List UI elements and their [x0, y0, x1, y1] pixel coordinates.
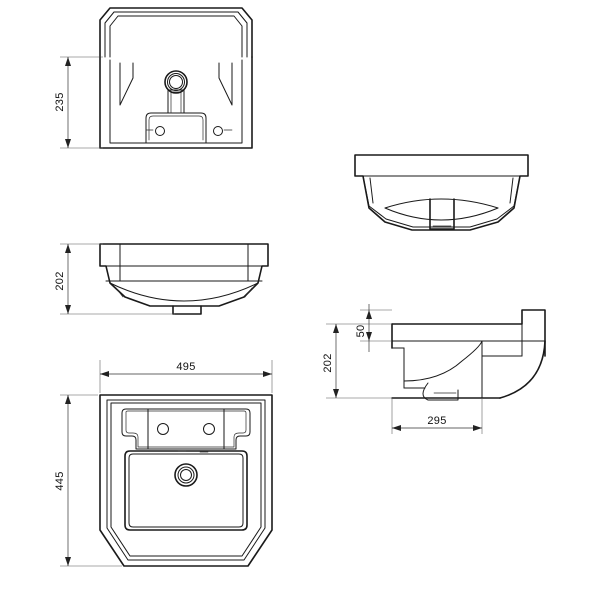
rear-backplate-inner	[148, 115, 204, 141]
plan-tap-hole-left	[157, 423, 169, 435]
plan-waste-inner	[180, 469, 192, 481]
dim-side-rim-height-label: 50	[355, 325, 367, 338]
dim-295-arrow-right	[473, 425, 482, 431]
bottom-left-corner-line	[369, 177, 374, 204]
rear-splashback-inner-1	[104, 11, 248, 58]
rear-view: 235	[54, 7, 253, 149]
side-section-view: 50 202 295	[322, 304, 546, 434]
side-bowl-profile	[403, 340, 483, 382]
plan-rear-deck-inner	[125, 410, 247, 448]
plan-inner-outline-2	[110, 402, 262, 557]
bottom-bowl-bottom-arc	[384, 207, 499, 221]
dim-plan-width: 495	[99, 360, 273, 393]
dim-front-height-label: 202	[54, 271, 66, 290]
rear-backplate	[145, 112, 207, 144]
rear-tap-column-inner	[170, 91, 182, 114]
rear-splashback-inner-2	[109, 15, 243, 58]
dim-side-projection-label: 295	[427, 415, 446, 427]
front-bowl-arc	[109, 282, 259, 302]
bottom-waste-column	[429, 198, 455, 230]
bottom-bowl-top-arc	[384, 198, 499, 209]
front-waste-block	[172, 305, 202, 315]
rear-body-inner	[109, 59, 243, 144]
rear-tap-hole-outer	[164, 70, 188, 94]
plan-tap-hole-right	[203, 423, 215, 435]
bottom-inner-outline	[362, 175, 521, 228]
front-left-notch	[115, 287, 124, 298]
dim-side-rim-height: 50	[355, 304, 392, 352]
plan-inner-outline-1	[106, 399, 266, 561]
rear-splashback-outer	[99, 7, 253, 58]
plan-waste-outer	[174, 463, 198, 487]
dim-50-arrow-top	[366, 310, 372, 319]
rear-fixing-hole-left	[155, 126, 165, 136]
dim-side202-arrow-top	[333, 324, 339, 333]
rear-body-outline	[99, 56, 253, 149]
dim-side-total-height-label: 202	[322, 353, 334, 372]
rear-left-wall	[119, 62, 134, 106]
rear-fixing-hole-right	[213, 126, 223, 136]
rear-tap-hole-inner	[169, 75, 183, 89]
dim-rear-height-label: 235	[54, 92, 66, 111]
front-right-notch	[244, 287, 253, 298]
dim-plan-width-label: 495	[176, 361, 195, 373]
rear-tap-hole-mid	[167, 73, 185, 91]
dim-445-arrow-bottom	[65, 557, 71, 566]
bottom-view	[354, 154, 529, 231]
dim-plan-depth: 445	[54, 394, 122, 567]
side-body-curve	[499, 340, 546, 399]
dim-295-arrow-left	[392, 425, 401, 431]
side-top-rim	[391, 309, 546, 357]
plan-outer-outline	[99, 394, 273, 567]
dim-side-total-height: 202	[322, 323, 392, 399]
bottom-right-corner-line	[509, 177, 514, 204]
dim-plan-depth-label: 445	[54, 471, 66, 490]
plan-bowl-rim	[124, 450, 248, 531]
dim-495-arrow-right	[263, 371, 272, 377]
front-view: 202	[54, 243, 269, 315]
plan-waste-mid	[177, 466, 195, 484]
plan-view: 495 445	[54, 360, 273, 567]
dim-front-arrow-top	[65, 244, 71, 253]
dim-front-height: 202	[54, 243, 175, 315]
plan-rear-deck	[121, 408, 251, 450]
dim-side-projection: 295	[391, 398, 483, 434]
dim-side202-arrow-bottom	[333, 389, 339, 398]
dim-front-arrow-bottom	[65, 305, 71, 314]
side-waste-trap	[422, 382, 459, 401]
dim-rear-height: 235	[54, 56, 103, 149]
dim-50-arrow-bottom	[366, 332, 372, 341]
rear-right-wall	[218, 62, 233, 106]
dim-495-arrow-left	[100, 371, 109, 377]
dim-rear-arrow-bottom	[65, 139, 71, 148]
plan-bowl-rim-inner	[128, 453, 244, 528]
dim-rear-arrow-top	[65, 57, 71, 66]
dim-445-arrow-top	[65, 395, 71, 404]
